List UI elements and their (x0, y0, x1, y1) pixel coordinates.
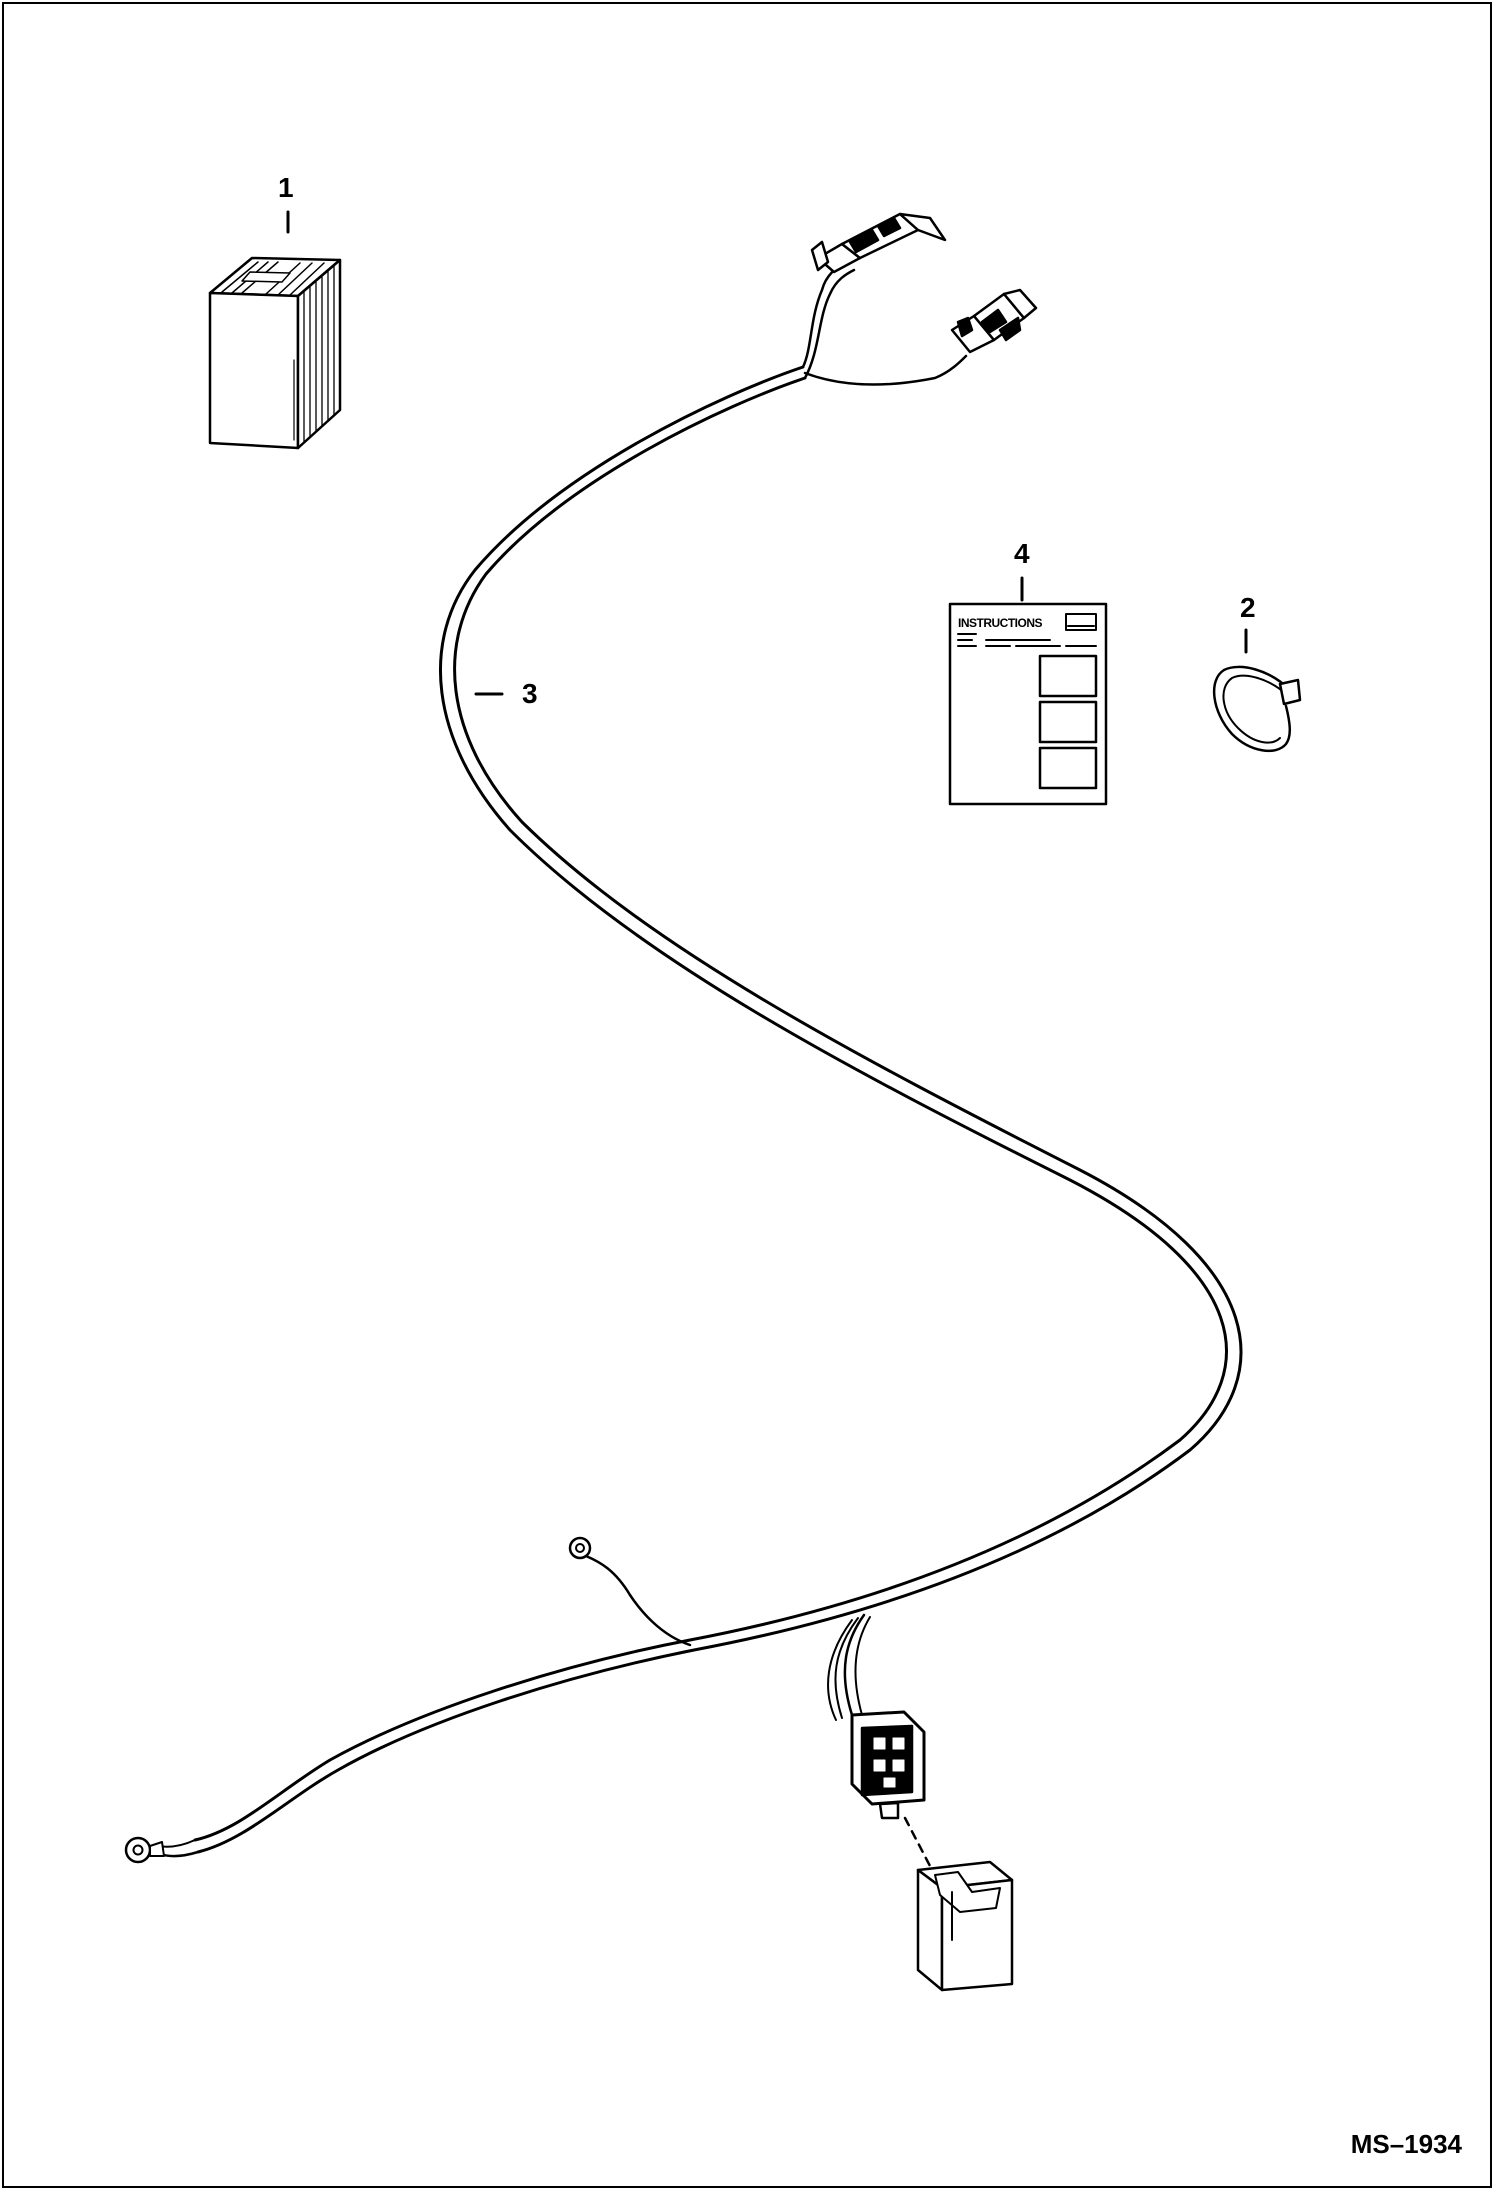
callout-1: 1 (278, 172, 294, 203)
callout-2: 2 (1240, 592, 1256, 623)
module-box-part (208, 210, 342, 450)
instruction-sheet-heading: INSTRUCTIONS (958, 616, 1042, 630)
callout-3: 3 (522, 678, 538, 709)
wiring-harness-part (124, 212, 1243, 1992)
instruction-sheet-part: INSTRUCTIONS (948, 576, 1108, 806)
callout-4: 4 (1014, 538, 1030, 569)
cable-tie-part (1212, 628, 1302, 752)
figure-id-label: MS–1934 (1350, 2129, 1462, 2159)
